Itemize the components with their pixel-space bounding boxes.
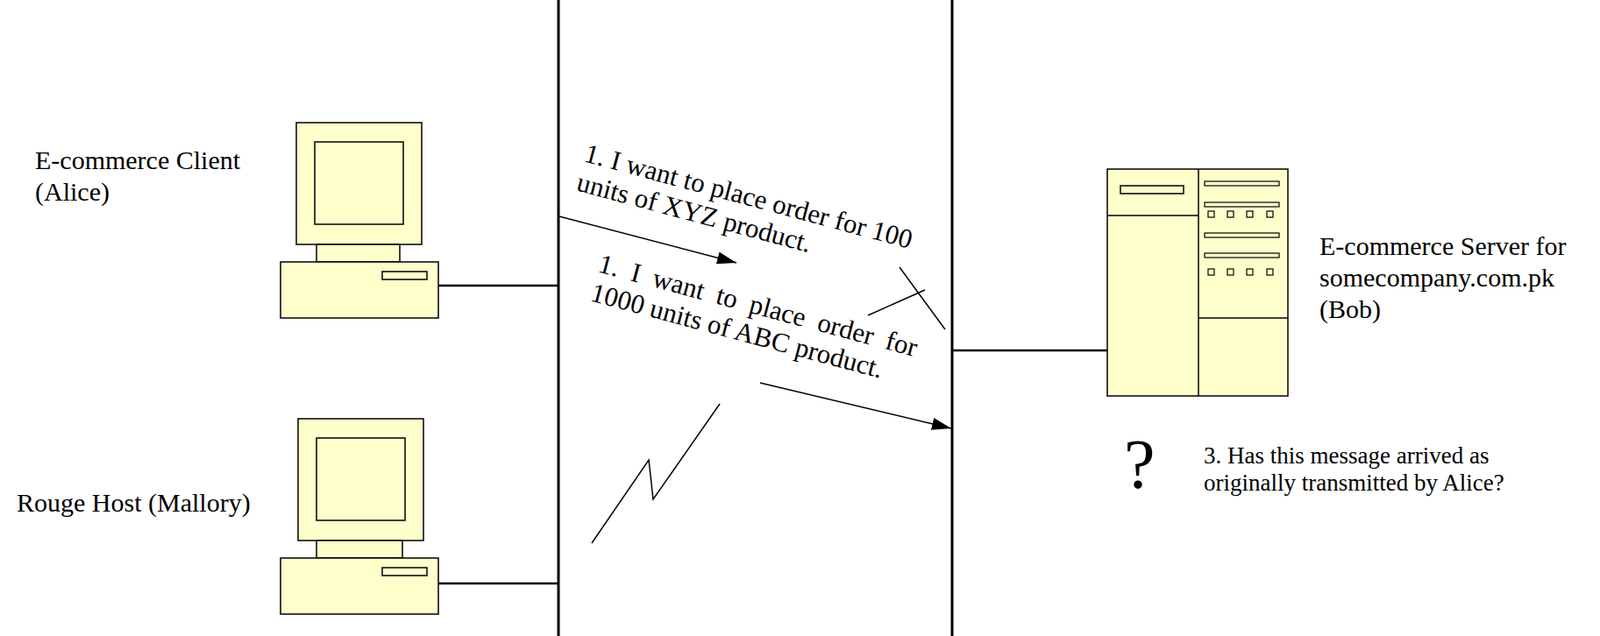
drive-bay bbox=[1204, 253, 1280, 258]
interception-bolt bbox=[591, 404, 720, 544]
monitor bbox=[296, 122, 422, 245]
node-label: Rouge Host (Mallory) bbox=[16, 487, 289, 520]
network-segment bbox=[951, 0, 954, 636]
indicator-light bbox=[1208, 211, 1215, 218]
message-text: 1. I want to place order for 1000 units … bbox=[587, 248, 921, 392]
drive-slot bbox=[382, 568, 427, 576]
rogue-host-computer: Rouge Host (Mallory) bbox=[16, 419, 439, 615]
indicator-light bbox=[1266, 269, 1273, 276]
indicator-light bbox=[1227, 211, 1234, 218]
message-arrow bbox=[760, 383, 952, 429]
network-wire bbox=[952, 349, 1108, 353]
screen bbox=[316, 438, 406, 521]
drive-bay bbox=[1204, 202, 1280, 207]
server-divider bbox=[1198, 317, 1288, 320]
computer-base bbox=[280, 262, 439, 319]
monitor bbox=[298, 419, 424, 541]
node-label: E-commerce Server for somecompany.com.pk… bbox=[1319, 230, 1583, 326]
indicator-light bbox=[1208, 269, 1215, 276]
server-divider bbox=[1197, 169, 1200, 397]
question-mark: ? bbox=[1123, 429, 1177, 500]
drive-bay bbox=[1204, 233, 1280, 238]
question-text: 3. Has this message arrived as originall… bbox=[1203, 442, 1520, 498]
server-computer: E-commerce Server for somecompany.com.pk… bbox=[1107, 169, 1592, 397]
node-label: E-commerce Client (Alice) bbox=[35, 144, 255, 208]
indicator-light bbox=[1246, 211, 1253, 218]
client-computer: E-commerce Client (Alice) bbox=[35, 122, 439, 319]
network-segment bbox=[557, 0, 561, 636]
computer-base bbox=[280, 558, 439, 615]
monitor-stand bbox=[316, 244, 400, 263]
indicator-light bbox=[1227, 269, 1234, 276]
server-divider bbox=[1107, 214, 1199, 217]
network-wire bbox=[438, 284, 559, 288]
drive-slot bbox=[1120, 185, 1184, 194]
cross-mark bbox=[867, 290, 925, 316]
indicator-light bbox=[1266, 211, 1273, 218]
indicator-light bbox=[1246, 269, 1253, 276]
server-case bbox=[1107, 169, 1288, 397]
monitor-stand bbox=[316, 540, 403, 559]
drive-slot bbox=[382, 271, 427, 280]
drive-bay bbox=[1204, 181, 1280, 186]
screen bbox=[314, 142, 404, 225]
network-wire bbox=[438, 583, 559, 586]
